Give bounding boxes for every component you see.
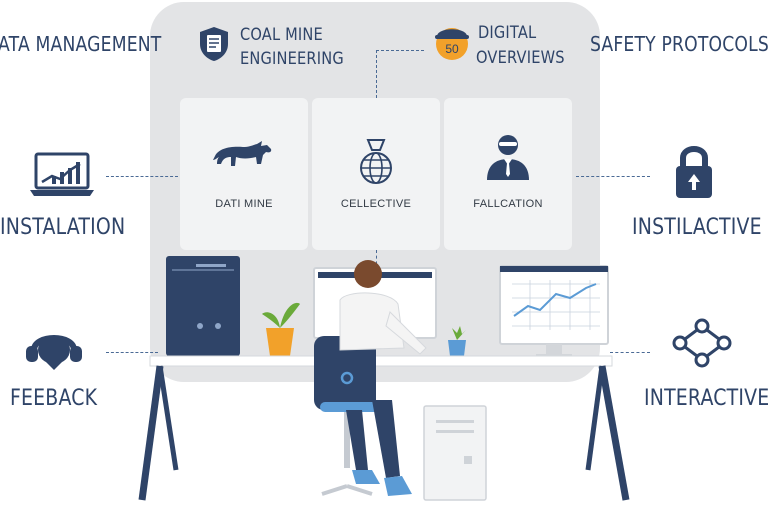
connector-line: [106, 352, 158, 353]
globe-trophy-icon: [312, 138, 440, 188]
digital-label-line1: DIGITAL: [478, 23, 537, 43]
coal-mine-label-line2: ENGINEERING: [240, 49, 344, 69]
connector-line: [376, 50, 424, 51]
connector-line: [576, 176, 650, 177]
headset-icon: [24, 326, 84, 372]
lock-icon: [674, 144, 714, 200]
connector-line: [376, 250, 377, 270]
instilactive-label: INSTILACTIVE: [632, 215, 762, 240]
bull-icon: [180, 138, 308, 172]
hardhat-badge-icon: 50: [432, 22, 472, 62]
installation-label: INSTALATION: [0, 215, 126, 240]
interactive-label: INTERACTIVE: [644, 386, 768, 411]
data-management-label: ATA MANAGEMENT: [0, 32, 162, 56]
digital-label-line2: OVERVIEWS: [476, 48, 565, 68]
card-collective: CELLECTIVE: [312, 98, 440, 250]
card-caption: FALLCATION: [473, 198, 543, 210]
connector-line: [610, 352, 650, 353]
safety-protocols-label: SAFETY PROTOCOLS: [590, 32, 768, 56]
laptop-chart-icon: [30, 152, 94, 198]
card-caption: DATI MINE: [215, 198, 273, 210]
feedback-label: FEEBACK: [10, 386, 98, 411]
coal-mine-label-line1: COAL MINE: [240, 25, 323, 45]
badge-number: 50: [445, 42, 459, 56]
businessman-icon: [444, 132, 572, 182]
pc-tower-icon: [423, 405, 487, 501]
card-fallcation: FALLCATION: [444, 98, 572, 250]
connector-line: [106, 176, 178, 177]
card-caption: CELLECTIVE: [340, 198, 412, 210]
card-data-mine: DATI MINE: [180, 98, 308, 250]
chain-links-icon: [670, 318, 734, 368]
connector-line: [376, 50, 377, 98]
shield-document-icon: [198, 26, 230, 62]
